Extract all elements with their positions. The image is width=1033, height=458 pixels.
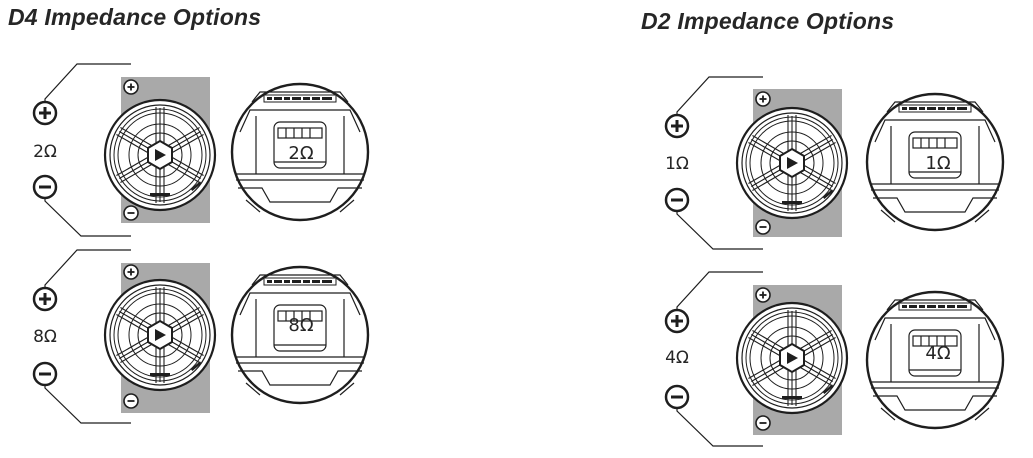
plus-icon xyxy=(123,79,139,95)
minus-icon xyxy=(755,415,771,431)
d2-config-1ohm: 1Ω 1Ω xyxy=(664,76,1005,250)
impedance-label: 1Ω xyxy=(665,154,689,174)
minus-icon xyxy=(32,174,58,200)
selector-badge: 1Ω xyxy=(925,153,950,174)
minus-icon xyxy=(32,361,58,387)
speaker-grille-icon xyxy=(103,98,217,212)
minus-icon xyxy=(664,187,690,213)
impedance-label: 8Ω xyxy=(33,327,57,347)
d2-section-title: D2 Impedance Options xyxy=(641,8,895,34)
d4-config-2ohm: 2Ω 2Ω xyxy=(32,63,370,237)
plus-icon xyxy=(32,100,58,126)
minus-icon xyxy=(755,219,771,235)
selector-badge: 4Ω xyxy=(925,343,950,364)
minus-icon xyxy=(123,393,139,409)
d4-section-title: D4 Impedance Options xyxy=(8,4,262,30)
speaker-grille-icon xyxy=(735,106,849,220)
plus-icon xyxy=(32,286,58,312)
impedance-label: 4Ω xyxy=(665,348,689,368)
plus-icon xyxy=(755,287,771,303)
d2-config-4ohm: 4Ω 4Ω xyxy=(664,271,1005,447)
plus-icon xyxy=(664,308,690,334)
speaker-grille-icon xyxy=(735,301,849,415)
selector-badge: 2Ω xyxy=(288,143,313,164)
d4-config-8ohm: 8Ω 8Ω xyxy=(32,249,370,424)
speaker-grille-icon xyxy=(103,278,217,392)
plus-icon xyxy=(123,264,139,280)
plus-icon xyxy=(664,113,690,139)
plus-icon xyxy=(755,91,771,107)
minus-icon xyxy=(664,384,690,410)
selector-badge: 8Ω xyxy=(288,315,313,336)
impedance-label: 2Ω xyxy=(33,142,57,162)
minus-icon xyxy=(123,205,139,221)
